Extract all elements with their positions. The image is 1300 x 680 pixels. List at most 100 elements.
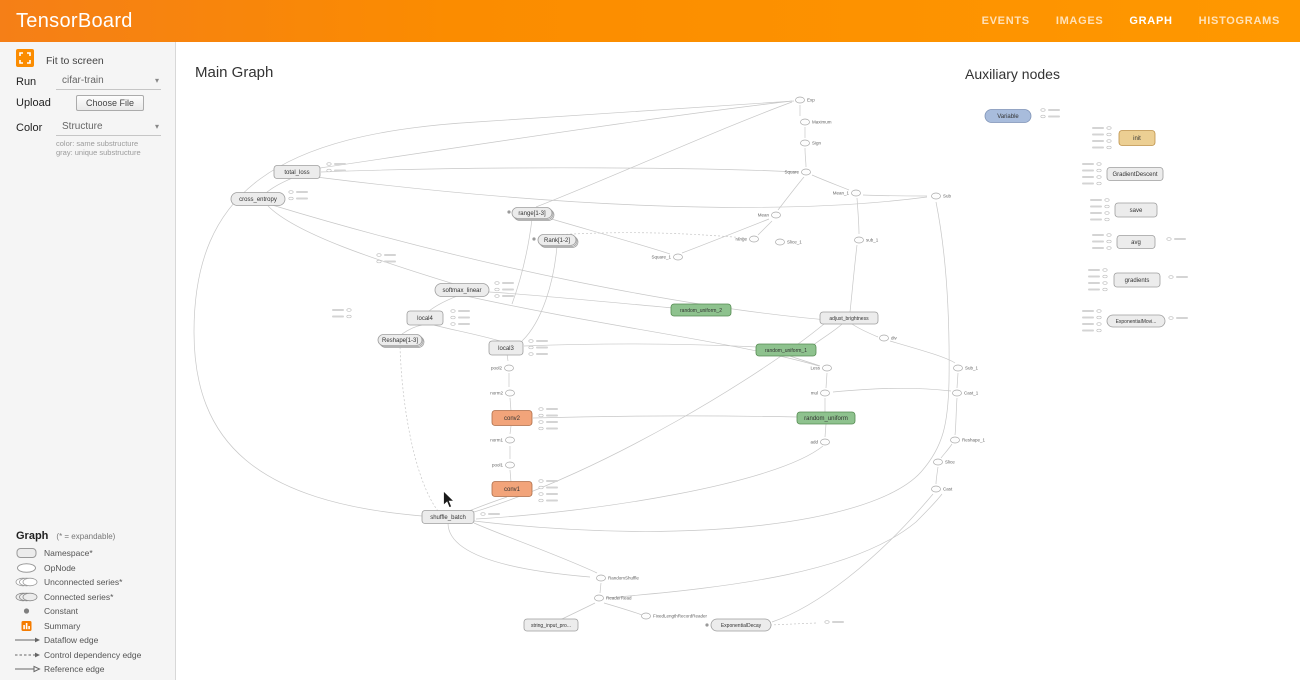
graph-node-conv1[interactable]: conv1 (491, 481, 533, 497)
series-unconnected-icon (10, 576, 44, 588)
svg-text:FixedLengthRecordReader: FixedLengthRecordReader (653, 614, 708, 619)
graph-node-random-uniform-2[interactable]: random_uniform_2 (670, 303, 732, 317)
graph-node-cross-entropy[interactable]: cross_entropy (230, 192, 286, 206)
graph-node-sub-1[interactable]: Sub_1 (953, 364, 979, 372)
svg-text:Square: Square (784, 170, 799, 175)
graph-node-slice[interactable]: Slice (933, 458, 956, 466)
graph-node-sign[interactable]: Sign (800, 139, 822, 147)
svg-text:range: range (735, 237, 747, 242)
graph-node-add[interactable]: add (810, 438, 830, 446)
graph-node-pool1[interactable]: pool1 (492, 461, 515, 469)
graph-node-fixedlengthrecordreader[interactable]: FixedLengthRecordReader (641, 612, 708, 620)
legend-item-label: OpNode (44, 562, 76, 573)
graph-node-rank-1-2[interactable]: Rank[1-2] (537, 234, 579, 248)
graph-node-init[interactable]: init (1118, 130, 1156, 146)
svg-text:GradientDescent: GradientDescent (1112, 172, 1157, 178)
graph-node-string-input-pro[interactable]: string_input_pro... (523, 618, 579, 632)
legend-item-edge-dataflow: Dataflow edge (0, 633, 175, 648)
graph-node-const-dot[interactable] (532, 237, 536, 241)
graph-node-randomshuffle[interactable]: RandomShuffle (596, 574, 640, 582)
legend-item-opnode: OpNode (0, 561, 175, 576)
svg-text:Sub: Sub (943, 194, 952, 199)
graph-node-mul[interactable]: mul (811, 389, 830, 397)
svg-text:Reshape[1-3]: Reshape[1-3] (382, 338, 418, 344)
graph-node-square[interactable]: Square (784, 168, 811, 176)
namespace-icon (10, 547, 44, 559)
graph-node-variable[interactable]: Variable (984, 109, 1032, 123)
graph-node-pool2[interactable]: pool2 (491, 364, 514, 372)
graph-node-const-dot[interactable] (705, 623, 709, 627)
svg-text:norm1: norm1 (490, 438, 503, 443)
upload-choose-file-button[interactable]: Choose File (76, 95, 145, 111)
graph-node-local4[interactable]: local4 (406, 310, 444, 326)
color-label: Color (16, 121, 43, 134)
graph-canvas[interactable]: total_loss cross_entropy range[1-3] Rank[1-… (176, 42, 1300, 680)
svg-text:Maximum: Maximum (812, 120, 832, 125)
upload-control: Upload Choose File (16, 95, 161, 111)
graph-node-norm1[interactable]: norm1 (490, 436, 515, 444)
svg-text:Slice: Slice (945, 460, 955, 465)
graph-node-range-1-3[interactable]: range[1-3] (511, 207, 555, 221)
graph-node-readerread[interactable]: ReaderRead (594, 594, 633, 602)
graph-node-norm2[interactable]: norm2 (490, 389, 515, 397)
edge-reference-icon (10, 663, 44, 675)
nav-tab-graph[interactable]: GRAPH (1129, 15, 1173, 27)
graph-node-const-dot[interactable] (507, 210, 511, 214)
svg-text:Mean_1: Mean_1 (833, 191, 850, 196)
graph-node-square-1[interactable]: Square_1 (651, 253, 683, 261)
legend-item-edge-control: Control dependency edge (0, 648, 175, 663)
svg-text:mul: mul (811, 391, 818, 396)
nav-tab-events[interactable]: EVENTS (981, 15, 1030, 27)
graph-node-sub-1[interactable]: sub_1 (854, 236, 879, 244)
svg-text:avg: avg (1131, 240, 1141, 246)
edge-control-icon (10, 649, 44, 661)
graph-node-local3[interactable]: local3 (488, 340, 524, 356)
graph-node-exponentialdecay[interactable]: ExponentialDecay (710, 618, 772, 632)
nav-tab-histograms[interactable]: HISTOGRAMS (1198, 15, 1280, 27)
svg-text:div: div (891, 336, 898, 341)
constant-icon (10, 605, 44, 617)
graph-node-reshape-1-3[interactable]: Reshape[1-3] (377, 334, 425, 348)
graph-node-exp[interactable]: Exp (795, 96, 816, 104)
legend-item-label: Reference edge (44, 664, 105, 675)
nav-tab-images[interactable]: IMAGES (1055, 15, 1104, 27)
graph-node-shuffle-batch[interactable]: shuffle_batch (421, 510, 475, 524)
run-select[interactable]: cifar-train ▾ (56, 73, 161, 90)
graph-node-total-loss[interactable]: total_loss (273, 165, 321, 179)
graph-node-maximum[interactable]: Maximum (800, 118, 832, 126)
legend-title: Graph (16, 530, 49, 542)
graph-node-div[interactable]: div (879, 334, 898, 342)
graph-node-avg[interactable]: avg (1116, 235, 1156, 249)
summary-icon (10, 620, 44, 632)
graph-node-mean[interactable]: Mean (758, 211, 781, 219)
graph-node-mean-1[interactable]: Mean_1 (833, 189, 861, 197)
graph-node-range[interactable]: range (735, 235, 759, 243)
graph-node-random-uniform-1[interactable]: random_uniform_1 (755, 343, 817, 357)
graph-node-random-uniform[interactable]: random_uniform (796, 411, 856, 425)
graph-node-cast[interactable]: Cast (931, 485, 954, 493)
svg-text:norm2: norm2 (490, 391, 503, 396)
color-select-value: Structure (62, 121, 103, 132)
graph-node-less[interactable]: Less (810, 364, 832, 372)
graph-node-sub[interactable]: Sub (931, 192, 952, 200)
graph-node-conv2[interactable]: conv2 (491, 410, 533, 426)
legend-item-label: Namespace* (44, 548, 93, 559)
graph-node-gradients[interactable]: gradients (1113, 272, 1161, 288)
graph-node-adjust-brightness[interactable]: adjust_brightness (819, 311, 879, 325)
svg-text:ExponentialDecay: ExponentialDecay (721, 623, 762, 629)
graph-node-cast-1[interactable]: Cast_1 (952, 389, 979, 397)
graph-node-gradientdescent[interactable]: GradientDescent (1106, 167, 1164, 181)
graph-node-exponentialmovi[interactable]: ExponentialMovi... (1106, 314, 1166, 328)
color-select[interactable]: Structure ▾ (56, 119, 161, 136)
graph-node-reshape-1[interactable]: Reshape_1 (950, 436, 986, 444)
svg-text:total_loss: total_loss (284, 170, 309, 176)
graph-node-save[interactable]: save (1114, 202, 1158, 218)
fit-to-screen-button[interactable]: Fit to screen (16, 49, 104, 72)
auxiliary-nodes-title: Auxiliary nodes (965, 66, 1060, 82)
header-nav: EVENTS IMAGES GRAPH HISTOGRAMS (982, 15, 1284, 27)
graph-node-softmax-linear[interactable]: softmax_linear (434, 283, 490, 297)
svg-text:local4: local4 (417, 316, 433, 322)
graph-node-slice-1[interactable]: Slice_1 (775, 238, 803, 246)
